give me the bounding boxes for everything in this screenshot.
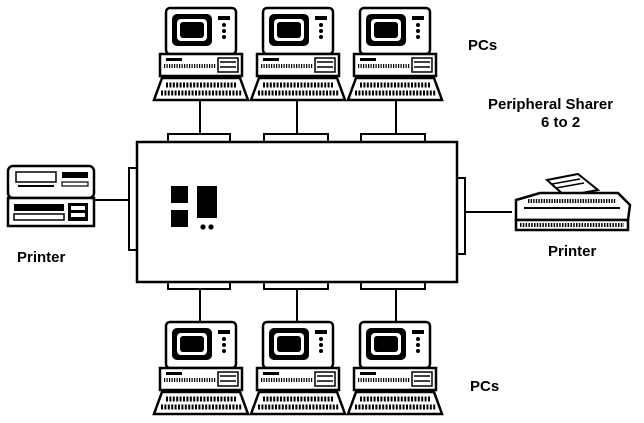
pc-icon (251, 322, 345, 414)
pc-icon (154, 8, 248, 100)
printer-right-label: Printer (548, 243, 596, 261)
pcs-top-label: PCs (468, 37, 497, 55)
dot-matrix-printer-icon (516, 174, 630, 230)
sharer-title: Peripheral Sharer (488, 96, 613, 114)
laser-printer-icon (8, 166, 94, 226)
sharer-ratio: 6 to 2 (541, 114, 580, 132)
indicator-bar (197, 186, 217, 218)
indicator-square (171, 186, 188, 203)
pc-icon (348, 322, 442, 414)
pc-icon (154, 322, 248, 414)
pc-icon (251, 8, 345, 100)
printer-left-label: Printer (17, 249, 65, 267)
led-icon (208, 224, 213, 229)
led-icon (200, 224, 205, 229)
pc-icon (348, 8, 442, 100)
peripheral-sharer-box (129, 134, 465, 289)
pcs-bottom-label: PCs (470, 378, 499, 396)
indicator-square (171, 210, 188, 227)
